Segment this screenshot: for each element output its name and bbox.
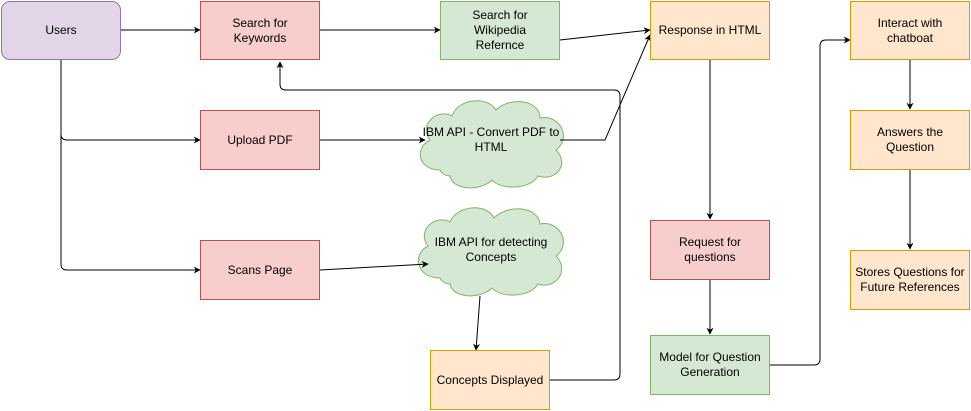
search-keywords-node[interactable]: Search for Keywords [200,1,320,60]
concepts-displayed-node[interactable]: Concepts Displayed [430,350,550,410]
response-html-node[interactable]: Response in HTML [650,1,770,60]
ibm-concepts-cloud[interactable]: IBM API for detecting Concepts [434,235,548,264]
answers-question-node[interactable]: Answers the Question [850,110,970,170]
edge-scans-concepts-api [319,260,429,271]
search-wikipedia-node[interactable]: Search for Wikipedia Refernce [440,1,560,60]
edge-users-scans [60,60,201,274]
edge-model-chatbot [770,36,851,366]
scans-page-node[interactable]: Scans Page [200,240,320,300]
edge-displayed-search [276,61,621,381]
cloud-shape-ibm-concepts [418,207,564,297]
edge-concepts-api-displayed [472,295,481,351]
edge-wikipedia-response [559,27,651,41]
edge-users-upload [60,60,201,144]
stores-questions-node[interactable]: Stores Questions for Future References [850,250,970,310]
model-question-generation-node[interactable]: Model for Question Generation [650,335,770,395]
upload-pdf-node[interactable]: Upload PDF [200,110,320,170]
cloud-shape-ibm-convert [419,100,564,189]
edge-ibm-response [560,34,651,141]
interact-chatbot-node[interactable]: Interact with chatboat [850,1,970,60]
request-questions-node[interactable]: Request for questions [650,220,770,280]
users-node[interactable]: Users [1,1,121,60]
ibm-convert-cloud[interactable]: IBM API - Convert PDF to HTML [422,125,560,154]
